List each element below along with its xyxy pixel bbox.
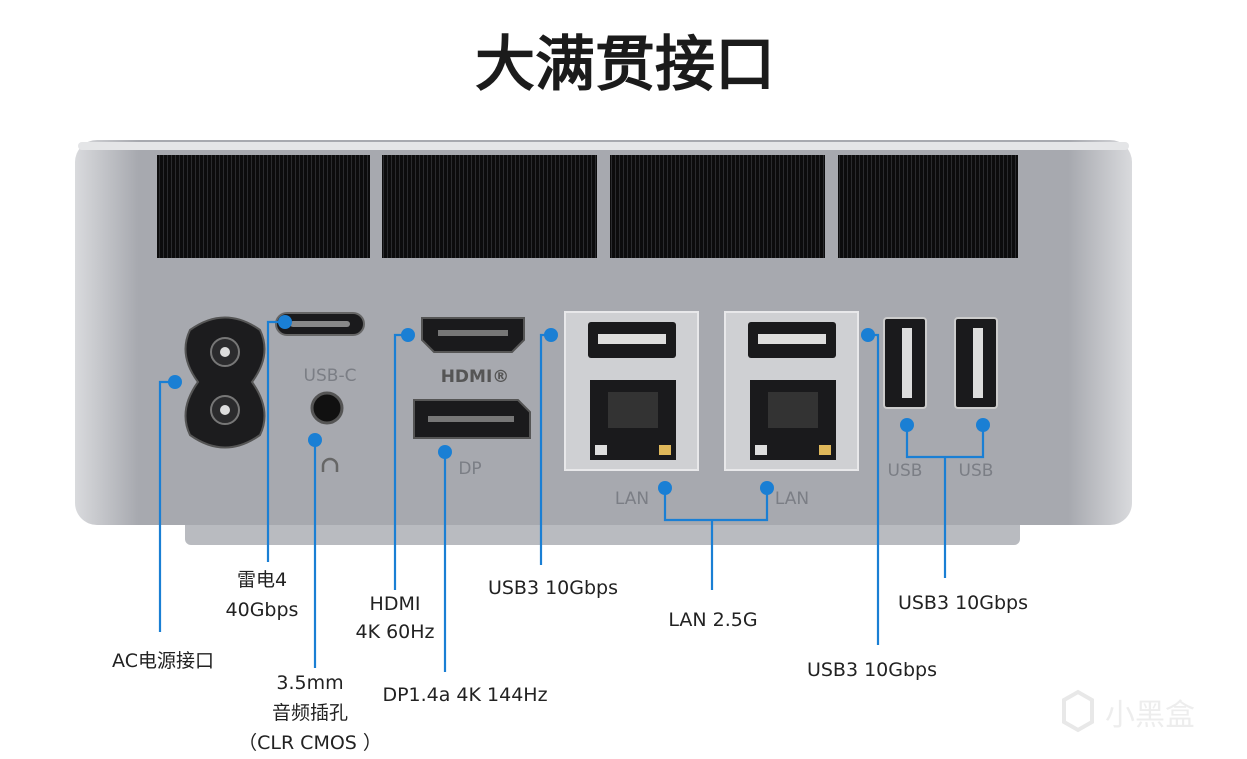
callout-lines <box>158 315 990 672</box>
callout-thunderbolt-line1: 雷电4 <box>237 569 287 591</box>
callout-usb3-left: USB3 10Gbps <box>488 577 618 599</box>
vent-grille <box>610 155 825 258</box>
callout-dp: DP1.4a 4K 144Hz <box>382 684 547 706</box>
dp-label: DP <box>458 459 481 479</box>
ac-power-port <box>184 316 266 449</box>
callout-thunderbolt-line2: 40Gbps <box>226 599 299 621</box>
usb-label-1: USB <box>888 461 923 481</box>
callout-hdmi-line1: HDMI <box>370 593 421 615</box>
callout-audio-line2: 音频插孔 <box>272 702 348 724</box>
usb-label-2: USB <box>959 461 994 481</box>
callout-usb3-mid: USB3 10Gbps <box>807 659 937 681</box>
callout-hdmi-line2: 4K 60Hz <box>355 621 434 643</box>
page-title: 大满贯接口 <box>475 30 775 100</box>
usb-a-port-vertical-1 <box>883 317 927 409</box>
callout-audio-line3: （CLR CMOS ） <box>238 732 382 754</box>
lan-module-2 <box>724 311 859 471</box>
vent-grille <box>382 155 597 258</box>
vents <box>157 155 1018 258</box>
callout-lan: LAN 2.5G <box>668 609 757 631</box>
vent-grille <box>157 155 370 258</box>
vent-grille <box>838 155 1018 258</box>
lan-label-1: LAN <box>615 489 649 509</box>
hdmi-pins <box>438 330 508 336</box>
chassis-top-edge <box>78 142 1129 150</box>
callout-ac: AC电源接口 <box>112 650 214 672</box>
lan-module-1 <box>564 311 699 471</box>
headphone-icon <box>321 457 339 472</box>
usb-c-tongue <box>290 321 350 327</box>
usb-a-port-vertical-2 <box>954 317 998 409</box>
dp-pins <box>428 416 514 422</box>
lan-label-2: LAN <box>775 489 809 509</box>
watermark-logo: 小黑盒 <box>1062 689 1195 733</box>
hdmi-logo: HDMI® <box>441 367 510 387</box>
callout-audio-line1: 3.5mm <box>276 672 343 694</box>
usb-c-label: USB-C <box>304 366 357 386</box>
watermark-text: 小黑盒 <box>1105 698 1195 733</box>
callout-usb3-right: USB3 10Gbps <box>898 592 1028 614</box>
audio-jack <box>310 391 344 425</box>
